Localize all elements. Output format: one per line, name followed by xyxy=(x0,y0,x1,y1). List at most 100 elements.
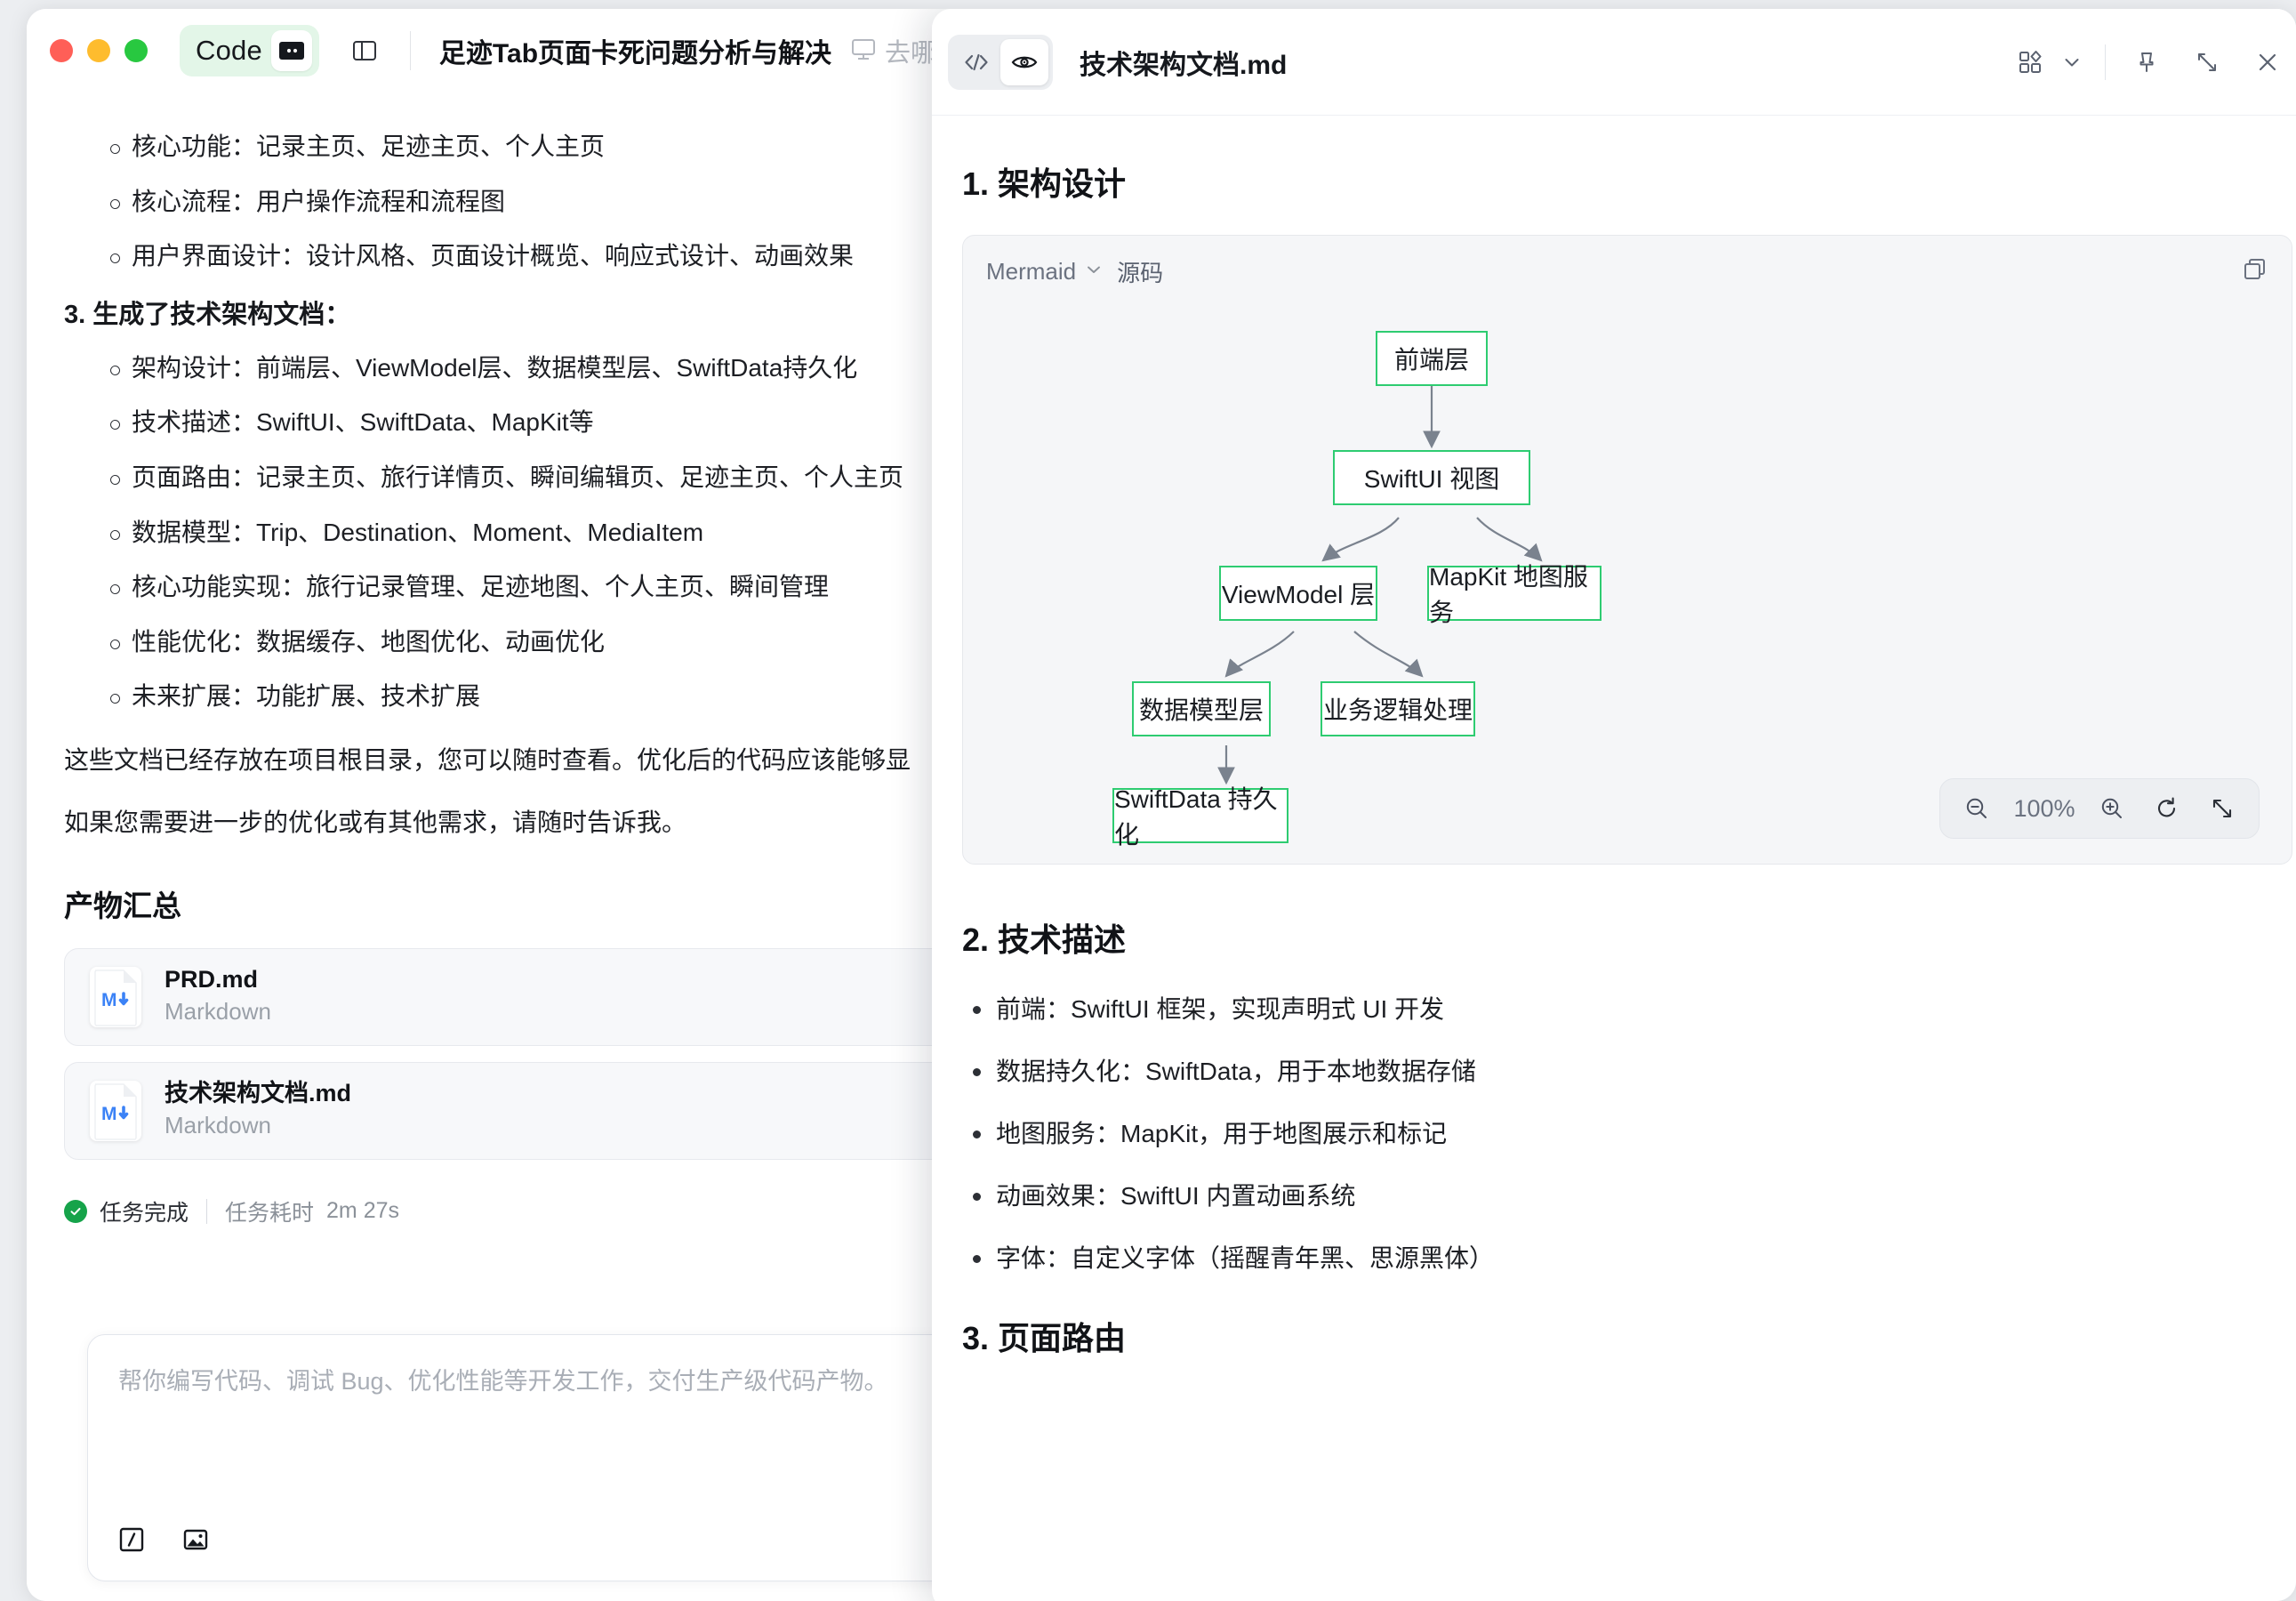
grid-layout-icon[interactable] xyxy=(2005,37,2055,87)
list-item: 地图服务：MapKit，用于地图展示和标记 xyxy=(962,1115,2292,1153)
preview-panel-actions xyxy=(2005,37,2292,87)
mermaid-toolbar: Mermaid 源码 xyxy=(963,236,2292,288)
chat-message-body: 核心功能：记录主页、足迹主页、个人主页 核心流程：用户操作流程和流程图 用户界面… xyxy=(27,93,943,1227)
diagram-node[interactable]: SwiftData 持久化 xyxy=(1112,785,1288,849)
mermaid-edges xyxy=(1217,386,1543,785)
chevron-down-icon[interactable] xyxy=(2055,37,2089,87)
duration-value: 2m 27s xyxy=(326,1198,400,1224)
list-item: 页面路由：记录主页、旅行详情页、瞬间编辑页、足迹主页、个人主页 xyxy=(96,460,943,496)
svg-text:M: M xyxy=(101,990,117,1010)
list-item: 前端：SwiftUI 框架，实现声明式 UI 开发 xyxy=(962,991,2292,1028)
app-window: Code 足迹Tab页面卡死问题分析与解决 xyxy=(27,9,2296,1601)
toolbar-divider xyxy=(409,31,411,70)
diagram-node-label: MapKit 地图服务 xyxy=(1429,563,1588,626)
paragraph: 这些文档已经存放在项目根目录，您可以随时查看。优化后的代码应该能够显 xyxy=(64,745,911,774)
mermaid-source-tab[interactable]: 源码 xyxy=(1117,260,1164,286)
zoom-out-icon[interactable] xyxy=(1949,783,2004,834)
slash-command-icon[interactable] xyxy=(118,1526,145,1557)
mermaid-lang-label: Mermaid xyxy=(986,258,1077,285)
artifact-type: Markdown xyxy=(165,998,271,1026)
chat-column[interactable]: 核心功能：记录主页、足迹主页、个人主页 核心流程：用户操作流程和流程图 用户界面… xyxy=(27,93,943,1601)
artifact-card[interactable]: M PRD.md Markdown xyxy=(64,947,943,1046)
list-item: 数据模型：Trip、Destination、Moment、MediaItem xyxy=(96,515,943,551)
duration-label: 任务耗时 xyxy=(225,1200,315,1226)
diagram-node-label: ViewModel 层 xyxy=(1221,581,1376,608)
diagram-zoom-controls[interactable]: 100% xyxy=(1939,778,2260,839)
diagram-node-label: SwiftData 持久化 xyxy=(1114,785,1278,849)
pin-icon[interactable] xyxy=(2122,37,2172,87)
artifact-meta: 技术架构文档.md Markdown xyxy=(165,1079,351,1144)
status-divider xyxy=(206,1198,208,1224)
page-title: 足迹Tab页面卡死问题分析与解决 xyxy=(438,39,832,68)
refresh-icon[interactable] xyxy=(2139,783,2195,834)
list-item: 技术描述：SwiftUI、SwiftData、MapKit等 xyxy=(96,405,943,441)
list-item: 数据持久化：SwiftData，用于本地数据存储 xyxy=(962,1053,2292,1090)
diagram-node[interactable]: 前端层 xyxy=(1376,331,1488,386)
image-upload-icon[interactable] xyxy=(182,1526,209,1557)
check-circle-icon xyxy=(64,1199,87,1223)
section-heading-tech: 2. 技术描述 xyxy=(962,921,1127,958)
expand-diagonal-icon[interactable] xyxy=(2182,37,2232,87)
mermaid-canvas[interactable]: 前端层 SwiftUI 视图 ViewModel 层 MapKit 地图服务 数… xyxy=(963,288,2292,849)
ordered-list-item: 3. 生成了技术架构文档： xyxy=(64,300,351,329)
tech-bullet-list: 前端：SwiftUI 框架，实现声明式 UI 开发 数据持久化：SwiftDat… xyxy=(962,991,2292,1277)
composer-placeholder: 帮你编写代码、调试 Bug、优化性能等开发工作，交付生产级代码产物。 xyxy=(118,1368,888,1395)
diagram-node[interactable]: MapKit 地图服务 xyxy=(1427,563,1602,626)
list-item: 架构设计：前端层、ViewModel层、数据模型层、SwiftData持久化 xyxy=(96,350,943,387)
bullet-list-top: 核心功能：记录主页、足迹主页、个人主页 核心流程：用户操作流程和流程图 用户界面… xyxy=(96,129,943,275)
mode-switcher[interactable]: Code xyxy=(180,25,319,76)
status-badge: 任务完成 xyxy=(100,1200,189,1226)
copy-icon[interactable] xyxy=(2242,256,2268,287)
list-item: 核心功能：记录主页、足迹主页、个人主页 xyxy=(96,129,943,165)
zoom-level: 100% xyxy=(2013,794,2075,822)
artifacts-heading: 产物汇总 xyxy=(64,889,181,922)
code-brackets-icon[interactable] xyxy=(952,39,1000,85)
artifact-name: 技术架构文档.md xyxy=(165,1079,352,1106)
actions-divider xyxy=(2105,44,2106,80)
diagram-node[interactable]: ViewModel 层 xyxy=(1219,566,1377,621)
section-heading-architecture: 1. 架构设计 xyxy=(962,165,1127,202)
artifact-title: 技术架构文档.md xyxy=(1080,50,1288,80)
terminal-icon[interactable] xyxy=(270,30,312,71)
list-item: 核心流程：用户操作流程和流程图 xyxy=(96,184,943,221)
list-item: 性能优化：数据缓存、地图优化、动画优化 xyxy=(96,624,943,661)
markdown-file-icon: M xyxy=(90,966,141,1027)
maximize-window-button[interactable] xyxy=(124,39,148,62)
message-composer[interactable]: 帮你编写代码、调试 Bug、优化性能等开发工作，交付生产级代码产物。 xyxy=(87,1334,943,1581)
eye-preview-icon[interactable] xyxy=(1000,38,1048,85)
preview-panel-header: 技术架构文档.md xyxy=(932,9,2296,116)
mode-label: Code xyxy=(196,35,262,66)
diagram-node-label: 数据模型层 xyxy=(1138,696,1264,724)
diagram-node[interactable]: 业务逻辑处理 xyxy=(1321,681,1475,736)
diagram-node-label: 业务逻辑处理 xyxy=(1322,696,1473,724)
close-icon[interactable] xyxy=(2243,37,2292,87)
list-item: 核心功能实现：旅行记录管理、足迹地图、个人主页、瞬间管理 xyxy=(96,569,943,606)
list-item: 用户界面设计：设计风格、页面设计概览、响应式设计、动画效果 xyxy=(96,238,943,275)
diagram-node-label: 前端层 xyxy=(1393,346,1469,374)
preview-scroll-area[interactable]: 1. 架构设计 Mermaid 源码 xyxy=(932,116,2296,1601)
artifact-name: PRD.md xyxy=(165,965,259,993)
window-traffic-lights xyxy=(50,39,148,62)
bullet-list-doc: 架构设计：前端层、ViewModel层、数据模型层、SwiftData持久化 技… xyxy=(96,350,943,715)
mermaid-diagram-card[interactable]: Mermaid 源码 xyxy=(962,235,2292,865)
diagram-node-label: SwiftUI 视图 xyxy=(1363,465,1500,493)
paragraph: 如果您需要进一步的优化或有其他需求，请随时告诉我。 xyxy=(64,808,687,836)
monitor-icon xyxy=(851,37,876,65)
diagram-node[interactable]: 数据模型层 xyxy=(1132,681,1271,736)
diagram-node[interactable]: SwiftUI 视图 xyxy=(1333,450,1530,505)
sidebar-toggle-icon[interactable] xyxy=(346,32,383,69)
list-item: 字体：自定义字体（摇醒青年黑、思源黑体） xyxy=(962,1240,2292,1277)
view-mode-switcher[interactable] xyxy=(948,34,1053,90)
minimize-window-button[interactable] xyxy=(87,39,110,62)
composer-tools xyxy=(118,1526,209,1557)
artifact-type: Markdown xyxy=(165,1112,271,1139)
task-status-row: 任务完成 任务耗时 2m 27s xyxy=(64,1195,943,1227)
zoom-in-icon[interactable] xyxy=(2084,783,2139,834)
fit-screen-icon[interactable] xyxy=(2195,783,2250,834)
artifact-preview-panel[interactable]: 技术架构文档.md xyxy=(932,9,2296,1601)
close-window-button[interactable] xyxy=(50,39,73,62)
svg-text:M: M xyxy=(101,1104,117,1124)
chevron-down-icon[interactable] xyxy=(1085,261,1103,283)
section-heading-routes: 3. 页面路由 xyxy=(962,1320,1127,1356)
artifact-card[interactable]: M 技术架构文档.md Markdown xyxy=(64,1061,943,1160)
